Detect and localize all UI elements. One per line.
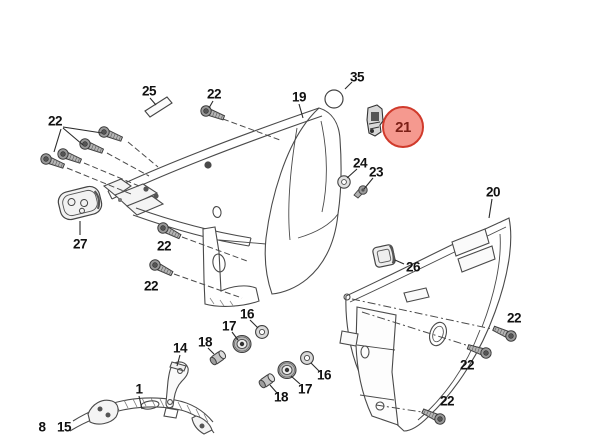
part-label-15: 15: [56, 419, 72, 435]
part-label-20: 20: [485, 184, 501, 200]
part-16-washer: [255, 325, 269, 339]
bolt-22-drawing: [491, 323, 519, 344]
part-label-23: 23: [368, 164, 384, 180]
part-label-22-right-1: 22: [506, 310, 522, 326]
part-label-22-right-3: 22: [439, 393, 455, 409]
part-17-bushing: [232, 334, 252, 354]
part-label-16-a: 16: [239, 306, 255, 322]
part-17-bushing: [277, 360, 297, 380]
bolt-22-drawing: [198, 103, 227, 124]
part-label-26: 26: [405, 259, 421, 275]
part-label-25: 25: [141, 83, 157, 99]
part-35-cap: [324, 89, 344, 109]
part-label-22-right-2: 22: [459, 357, 475, 373]
part-label-17-b: 17: [297, 381, 313, 397]
part-label-22-mid-2: 22: [143, 278, 159, 294]
part-21-highlight[interactable]: 21: [382, 106, 424, 148]
part-label-8: 8: [38, 419, 46, 435]
part-25-gasket-strip: [144, 96, 173, 118]
part-label-27: 27: [72, 236, 88, 252]
part-18-spacer: [258, 373, 276, 389]
part-label-16-b: 16: [316, 367, 332, 383]
part-1-drawing: [69, 397, 215, 435]
leader-lines: [53, 81, 493, 410]
bolt-22-drawing: [96, 124, 125, 145]
bolt-22-drawing: [147, 257, 175, 279]
part-label-22-top: 22: [206, 86, 222, 102]
part-27-pad: [57, 185, 103, 221]
part-14-bracket: [165, 361, 189, 409]
part-label-22-mid-1: 22: [156, 238, 172, 254]
part-label-35: 35: [349, 69, 365, 85]
part-label-14: 14: [172, 340, 188, 356]
bolt-22-drawing: [77, 136, 106, 157]
part-label-18-a: 18: [197, 334, 213, 350]
part-26-grommet: [372, 244, 396, 268]
part-16-washer: [300, 351, 314, 365]
part-19-drawing: [102, 107, 342, 308]
part-label-19: 19: [291, 89, 307, 105]
part-label-21: 21: [395, 118, 411, 136]
part-20-drawing: [339, 217, 512, 432]
part-label-24: 24: [352, 155, 368, 171]
part-label-17-a: 17: [221, 318, 237, 334]
part-18-spacer: [209, 350, 227, 366]
part-21-latch: [366, 104, 384, 137]
part-24-washer: [337, 175, 351, 189]
part-label-1: 1: [135, 381, 143, 397]
assembly-dashed-lines: [66, 118, 493, 413]
part-label-22-left: 22: [47, 113, 63, 129]
part-label-18-b: 18: [273, 389, 289, 405]
